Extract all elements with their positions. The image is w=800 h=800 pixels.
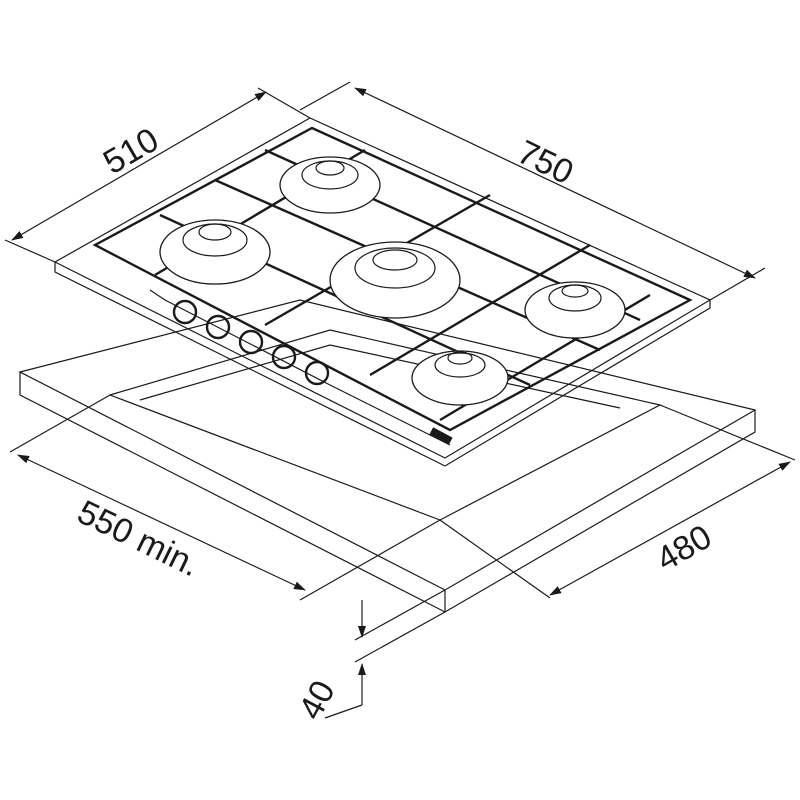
hob-edge: [54, 262, 711, 467]
knob-1: [172, 299, 198, 325]
dim-label-cutout-width: 550 min.: [71, 493, 205, 584]
burner-center-wok: [329, 241, 461, 319]
burner-rear-left: [279, 156, 381, 214]
worktop-front-edge: [19, 372, 756, 613]
dim-label-width: 750: [511, 133, 579, 192]
burner-rear-right: [524, 281, 626, 339]
knob-5: [304, 360, 330, 386]
dimension-510: 510: [4, 87, 311, 263]
dimension-550: 550 min.: [9, 394, 441, 601]
dim-label-thickness: 40: [292, 675, 343, 726]
dim-label-depth: 510: [97, 121, 165, 182]
burner-front-left: [159, 219, 271, 285]
hob: [53, 117, 712, 467]
knob-2: [205, 314, 231, 340]
knob-3: [238, 329, 264, 355]
dim-label-cutout-depth: 480: [650, 518, 718, 579]
dimension-40: 40: [292, 589, 446, 726]
burner-front-right: [411, 350, 509, 406]
brand-logo: [429, 427, 453, 445]
knob-4: [271, 344, 297, 370]
worktop-cutout: [108, 329, 662, 521]
control-panel-edge: [149, 289, 451, 446]
dimension-480: 480: [439, 404, 796, 599]
control-knobs: [172, 299, 330, 386]
cutout-inner-edge: [139, 344, 621, 409]
